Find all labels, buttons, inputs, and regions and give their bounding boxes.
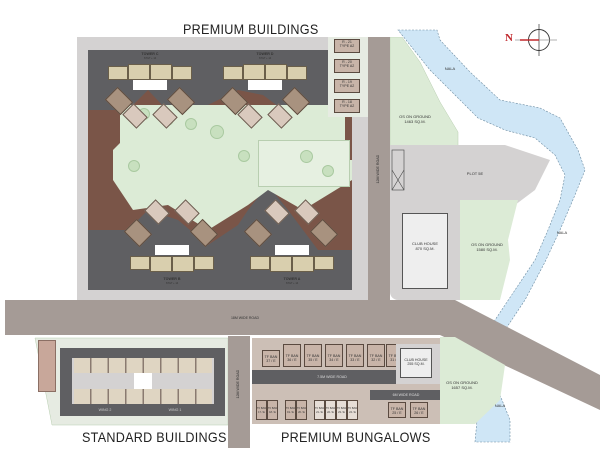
vertical-road-bottom: 12M WIDE ROAD (228, 336, 250, 448)
tower-c: TOWER C STILT + 14 (104, 50, 196, 130)
tree-icon (300, 150, 313, 163)
club-house-2: CLUB HOUSE 255 SQ.M. (400, 348, 432, 378)
internal-road-2: 6M WIDE ROAD (370, 390, 442, 400)
open-ground-1 (390, 37, 459, 147)
compass: N (505, 22, 565, 58)
tree-icon (185, 118, 197, 130)
tower-a-label: TOWER A (283, 277, 301, 281)
standard-block (72, 358, 214, 404)
open-ground-2 (460, 200, 518, 300)
north-label: N (505, 32, 513, 44)
tree-icon (322, 165, 334, 177)
premium-buildings-heading: PREMIUM BUILDINGS (183, 21, 319, 37)
vertical-road-top: 12M WIDE ROAD (368, 37, 390, 300)
tower-c-label: TOWER C (141, 52, 159, 56)
compass-icon (515, 24, 557, 56)
plot-5e-label: PLOT 5E (466, 171, 484, 176)
internal-road-1: 7.5M WIDE ROAD (252, 370, 412, 384)
landscape-strip (38, 340, 56, 392)
nala-label: NALA (556, 230, 568, 235)
tower-a: TOWER A STILT + 14 (243, 199, 340, 290)
tower-b-label: TOWER B (163, 277, 181, 281)
nala-label: NALA (444, 66, 456, 71)
tower-d-label: TOWER D (256, 52, 274, 56)
standard-buildings-heading: STANDARD BUILDINGS (82, 429, 227, 445)
lawn-patch (258, 140, 350, 187)
tree-icon (210, 125, 224, 139)
main-road-label: 18M WIDE ROAD (230, 316, 259, 320)
premium-bungalows-heading: PREMIUM BUNGALOWS (281, 429, 431, 445)
tower-d: TOWER D STILT + 14 (219, 50, 311, 130)
wing-1-label: WING 1 (168, 408, 182, 412)
plot-5e (390, 145, 550, 205)
nala-label: NALA (494, 403, 506, 408)
tower-b: TOWER B STILT + 14 (123, 199, 220, 290)
wing-2-label: WING 2 (98, 408, 112, 412)
tree-icon (238, 150, 250, 162)
tree-icon (128, 160, 140, 172)
club-house-1: CLUB HOUSE 870 SQ.M. (402, 213, 448, 289)
